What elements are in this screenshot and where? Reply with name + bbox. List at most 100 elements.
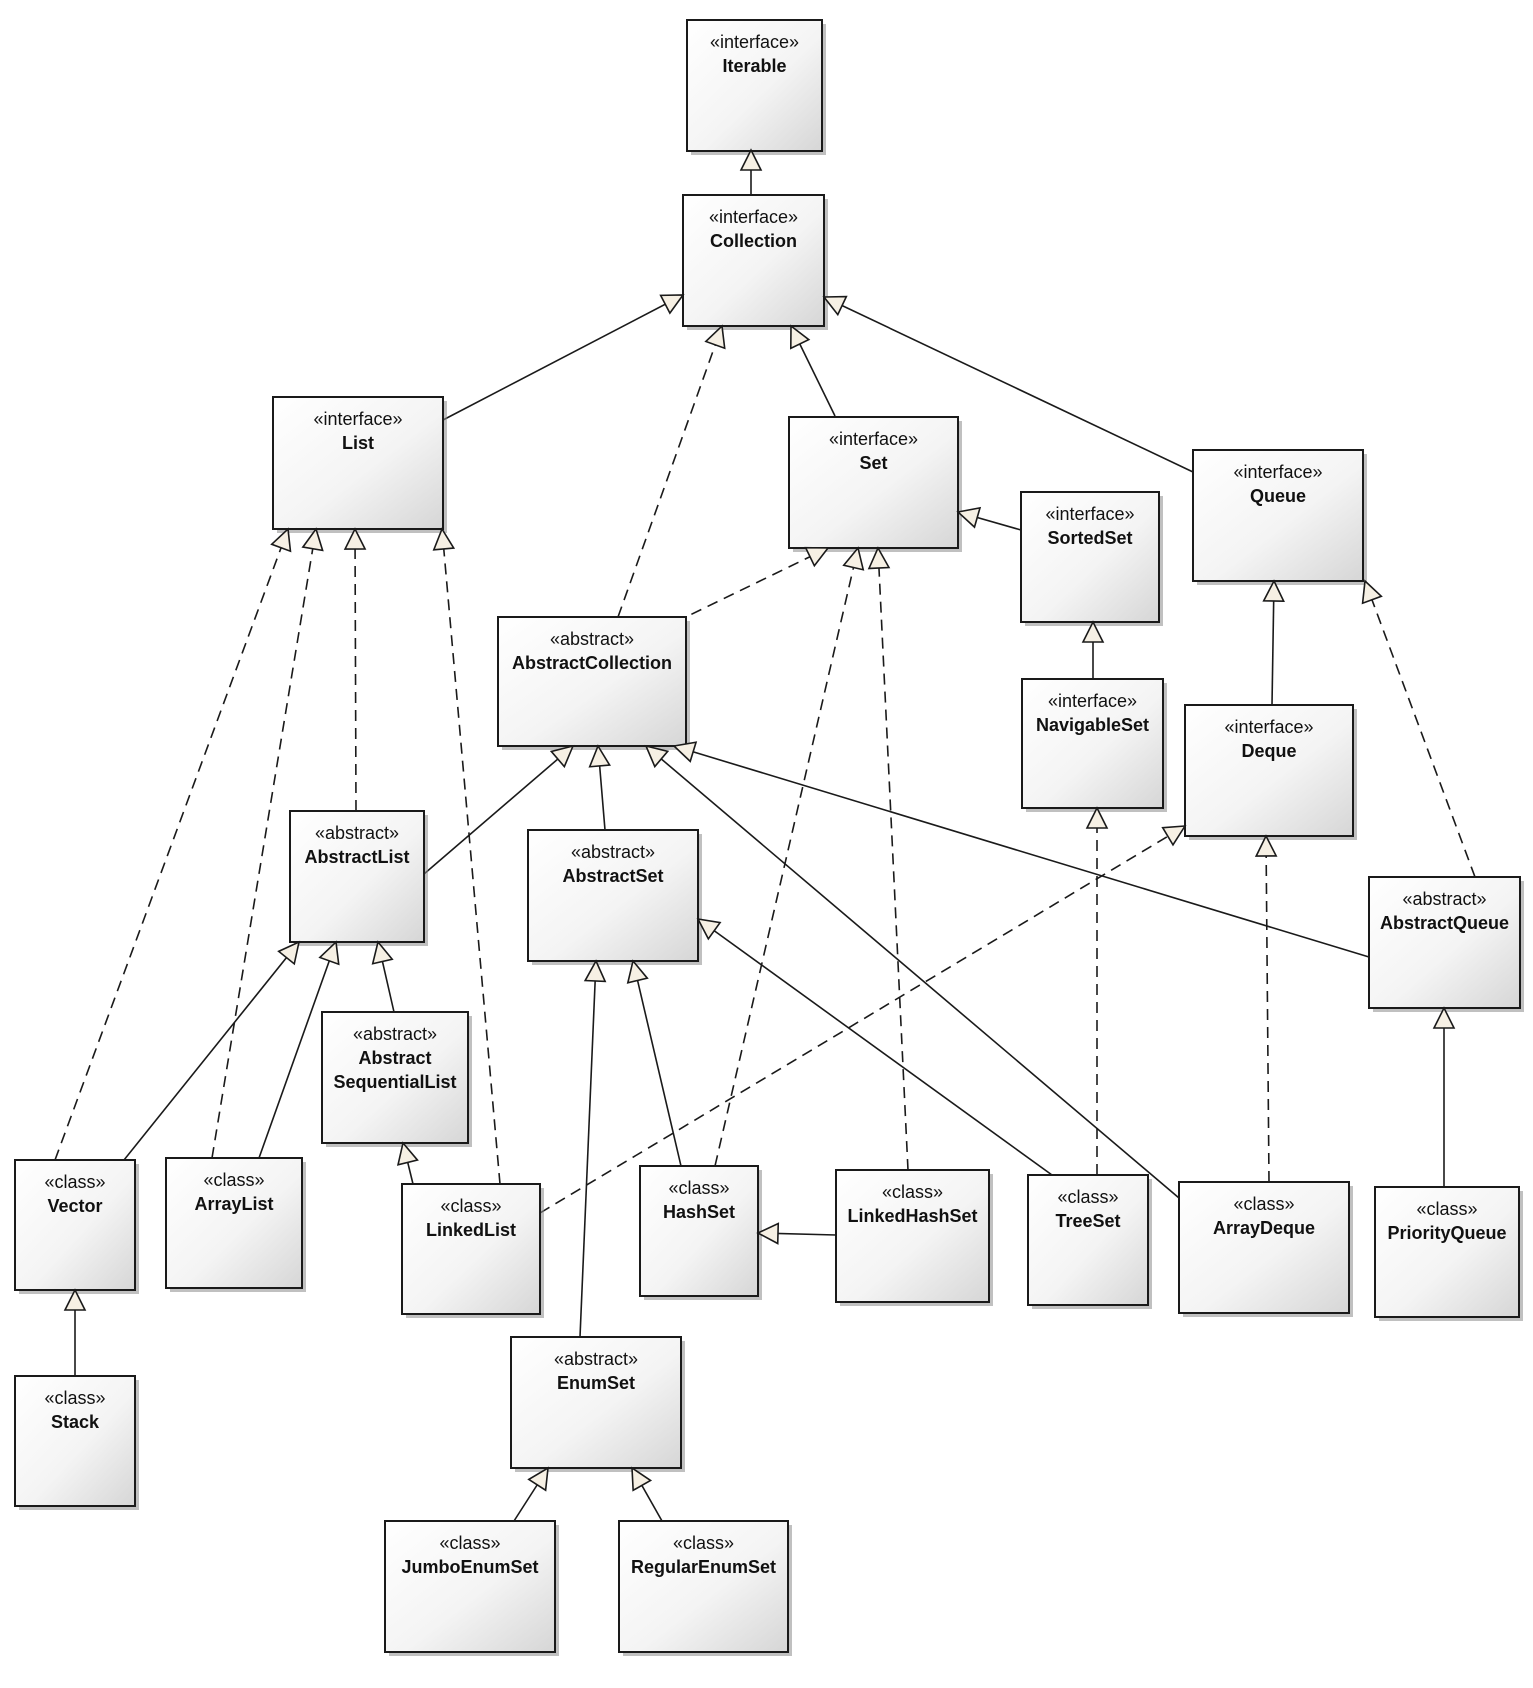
class-box-priorityqueue[interactable]: «class» PriorityQueue	[1374, 1186, 1523, 1321]
generalization-arrowhead-hashset	[756, 1222, 780, 1245]
generalization-arrowhead-collection	[659, 294, 685, 315]
box-border	[510, 1336, 682, 1469]
class-box-navigableset[interactable]: «interface»NavigableSet	[1021, 678, 1167, 812]
relation-abstractqueue-to-abstractcollection	[673, 745, 1370, 958]
class-box-abstractset[interactable]: «abstract»AbstractSet	[527, 829, 702, 965]
generalization-arrowhead-sortedset	[1081, 620, 1105, 643]
generalization-arrowhead-abstractset	[696, 917, 722, 941]
class-box-linkedhashset[interactable]: «class»LinkedHashSet	[835, 1169, 993, 1306]
generalization-arrowhead-list	[270, 527, 292, 553]
box-border	[835, 1169, 990, 1303]
generalization-arrowhead-abstractlist	[371, 940, 394, 965]
box-border	[321, 1011, 469, 1144]
generalization-arrowhead-set	[804, 546, 830, 568]
box-border	[272, 396, 444, 530]
generalization-arrowhead-list	[432, 527, 456, 551]
class-box-regularenumset[interactable]: «class»RegularEnumSet	[618, 1520, 792, 1656]
generalization-arrowhead-abstractcollection	[549, 744, 575, 769]
box-border	[1178, 1181, 1350, 1314]
box-border	[384, 1520, 556, 1653]
class-name-label: SortedSet	[1047, 528, 1132, 548]
class-box-list[interactable]: «interface»List	[272, 396, 447, 533]
class-name-label: Vector	[47, 1196, 102, 1216]
box-border	[1020, 491, 1160, 623]
generalization-arrowhead-abstractcollection	[672, 741, 698, 763]
stereotype-label: «class»	[203, 1170, 264, 1190]
class-name-label: Iterable	[722, 56, 786, 76]
generalization-arrowhead-deque	[1161, 825, 1187, 847]
class-box-treeset[interactable]: «class»TreeSet	[1027, 1174, 1152, 1309]
relation-treeset-to-abstractset	[697, 918, 1053, 1176]
box-border	[1184, 704, 1354, 837]
relation-linkedhashset-to-set	[877, 547, 909, 1171]
class-box-arraydeque[interactable]: «class»ArrayDeque	[1178, 1181, 1353, 1317]
relation-vector-to-abstractlist	[123, 941, 300, 1161]
generalization-arrowhead-iterable	[739, 148, 763, 171]
stereotype-label: «interface»	[1224, 717, 1313, 737]
class-box-jumboenumset[interactable]: «class»JumboEnumSet	[384, 1520, 559, 1656]
class-box-enumset[interactable]: «abstract»EnumSet	[510, 1336, 685, 1472]
class-box-sortedset[interactable]: «interface» SortedSet	[1020, 491, 1163, 626]
box-border	[497, 616, 687, 747]
class-box-hashset[interactable]: «class»HashSet	[639, 1165, 762, 1300]
generalization-arrowhead-set	[867, 546, 891, 570]
relation-abstractcollection-to-collection	[617, 325, 723, 618]
generalization-arrowhead-abstractset	[626, 959, 649, 984]
relation-linkedlist-to-list	[441, 528, 501, 1185]
generalization-arrowhead-enumset	[527, 1466, 549, 1492]
class-box-set[interactable]: «interface»Set	[788, 416, 962, 552]
generalization-arrowhead-set	[842, 546, 865, 571]
relation-abstractlist-to-abstractcollection	[423, 745, 574, 875]
class-box-deque[interactable]: «interface»Deque	[1184, 704, 1357, 840]
class-box-iterable[interactable]: «interface»Iterable	[686, 19, 826, 155]
stereotype-label: «class»	[1416, 1199, 1477, 1219]
class-box-abstractlist[interactable]: «abstract»AbstractList	[289, 810, 428, 946]
box-border	[788, 416, 959, 549]
generalization-arrowhead-collection	[704, 324, 726, 350]
box-border	[1368, 876, 1521, 1009]
class-name-label: Queue	[1250, 486, 1306, 506]
stereotype-label: «interface»	[1045, 504, 1134, 524]
stereotype-label: «interface»	[829, 429, 918, 449]
stereotype-label: «class»	[439, 1533, 500, 1553]
relation-queue-to-collection	[823, 296, 1194, 473]
relation-arraydeque-to-abstractcollection	[645, 745, 1180, 1199]
stereotype-label: «abstract»	[353, 1024, 437, 1044]
box-border	[14, 1159, 136, 1291]
stereotype-label: «class»	[44, 1388, 105, 1408]
arrowheads-layer	[63, 148, 1456, 1492]
stereotype-label: «class»	[668, 1178, 729, 1198]
class-box-arraylist[interactable]: «class»ArrayList	[165, 1157, 306, 1292]
stereotype-label: «interface»	[709, 207, 798, 227]
relation-hashset-to-set	[714, 547, 859, 1167]
generalization-arrowhead-list	[301, 527, 324, 552]
class-box-vector[interactable]: «class»Vector	[14, 1159, 139, 1294]
class-box-abstractcollection[interactable]: «abstract»AbstractCollection	[497, 616, 690, 750]
class-box-abstractqueue[interactable]: «abstract»AbstractQueue	[1368, 876, 1524, 1012]
box-border	[682, 194, 825, 327]
generalization-arrowhead-abstractqueue	[1432, 1006, 1456, 1029]
stereotype-label: «class»	[1233, 1194, 1294, 1214]
stereotype-label: «interface»	[1048, 691, 1137, 711]
stereotype-label: «class»	[440, 1196, 501, 1216]
class-box-collection[interactable]: «interface» Collection	[682, 194, 828, 330]
generalization-arrowhead-set	[956, 506, 982, 529]
generalization-arrowhead-collection	[789, 324, 811, 350]
generalization-arrowhead-queue	[1262, 579, 1285, 602]
class-name-label: PriorityQueue	[1387, 1223, 1506, 1243]
generalization-arrowhead-abstractsequentiallist	[396, 1141, 419, 1166]
generalization-arrowhead-abstractcollection	[588, 744, 611, 768]
box-border	[401, 1183, 541, 1315]
box-border	[1021, 678, 1164, 809]
relation-hashset-to-abstractset	[632, 960, 682, 1167]
stereotype-label: «abstract»	[315, 823, 399, 843]
box-border	[289, 810, 425, 943]
edges-layer	[54, 150, 1476, 1522]
stereotype-label: «abstract»	[1402, 889, 1486, 909]
class-name-label: Collection	[710, 231, 797, 251]
class-box-linkedlist[interactable]: «class»LinkedList	[401, 1183, 544, 1318]
class-box-stack[interactable]: «class»Stack	[14, 1375, 139, 1510]
class-box-queue[interactable]: «interface»Queue	[1192, 449, 1367, 585]
